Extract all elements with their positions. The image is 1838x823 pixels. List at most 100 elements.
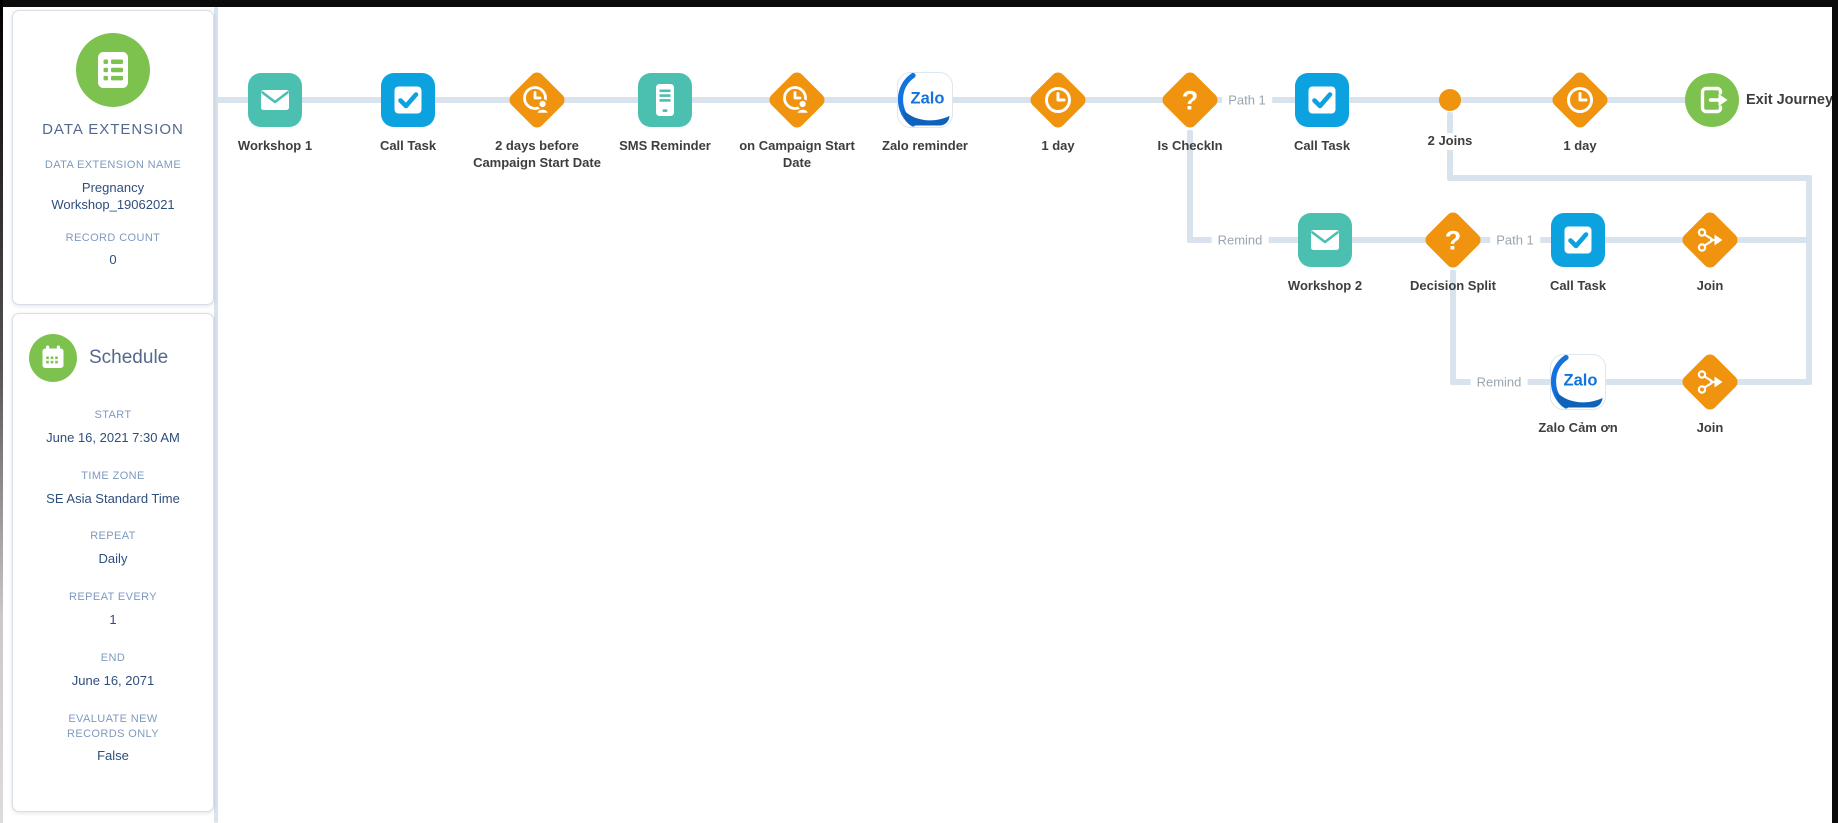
exit-journey-node[interactable] [1685,73,1739,127]
sms-icon [638,73,692,127]
wait-icon [1030,72,1086,128]
join-point-icon [1439,89,1461,111]
connector-line [214,7,218,823]
field-label: DATA EXTENSION NAME [44,159,182,171]
join-icon [1682,354,1738,410]
data-extension-title: DATA EXTENSION [42,121,184,138]
field-value: Pregnancy Workshop_19062021 [51,179,175,212]
field-value: 1 [109,612,117,628]
zalo-icon: Zalo [1550,354,1606,410]
record-count-field: RECORD COUNT 0 [13,231,213,270]
field-label: START [94,409,132,421]
workshop-1-node-label: Workshop 1 [237,138,313,153]
svg-text:Zalo: Zalo [1564,372,1598,390]
decision-split-node[interactable]: ? [1421,208,1485,272]
path-1-row2-label: Path 1 [1490,231,1540,249]
join-1-node[interactable] [1678,208,1742,272]
wait-campaign-start-node[interactable] [765,68,829,132]
field-value: 0 [109,252,117,268]
wait-attribute-icon [769,72,825,128]
wait-1-day-a-node-label: 1 day [1041,138,1075,153]
field-value: Daily [98,551,128,567]
two-joins-node[interactable] [1439,89,1461,111]
path-1-top-label: Path 1 [1222,91,1272,109]
email-icon [248,73,302,127]
join-2-node[interactable] [1678,350,1742,414]
data-extension-icon [13,33,213,107]
call-task-1-node-label: Call Task [379,138,437,153]
connector-line [1450,270,1456,385]
zalo-cam-on-node-label: Zalo Cảm ơn [1538,420,1618,435]
wait-1-day-b-node[interactable] [1548,68,1612,132]
schedule-title: Schedule [89,347,169,368]
calendar-icon [29,334,77,382]
call-task-3-node[interactable] [1551,213,1605,267]
schedule-field: EVALUATE NEW RECORDS ONLY False [13,712,213,766]
svg-text:?: ? [1182,86,1199,116]
connector-line [216,97,1690,103]
schedule-field: REPEAT EVERY 1 [13,590,213,629]
join-1-node-label: Join [1696,278,1724,293]
field-value: June 16, 2021 7:30 AM [46,429,180,445]
field-label: END [100,651,126,664]
zalo-icon: Zalo [897,72,953,128]
workshop-2-node[interactable] [1298,213,1352,267]
window-top-edge [0,0,1838,7]
wait-campaign-start-node-label: on Campaign Start Date [739,138,855,170]
connector-line [1187,130,1193,243]
task-icon [1551,213,1605,267]
task-icon [381,73,435,127]
call-task-3-node-label: Call Task [1549,278,1607,293]
field-label: RECORD COUNT [65,231,161,244]
wait-attribute-icon [509,72,565,128]
remind-row3-label: Remind [1470,373,1528,391]
field-value: June 16, 2071 [71,672,155,688]
sms-reminder-node[interactable] [638,73,692,127]
wait-1-day-a-node[interactable] [1026,68,1090,132]
decision-split-node-label: Decision Split [1410,278,1496,293]
decision-icon: ? [1425,212,1481,268]
call-task-1-node[interactable] [381,73,435,127]
workshop-1-node[interactable] [248,73,302,127]
task-icon [1295,73,1349,127]
schedule-card[interactable]: Schedule START June 16, 2021 7:30 AM TIM… [12,313,214,812]
join-2-node-label: Join [1696,420,1724,435]
join-icon [1682,212,1738,268]
field-value: SE Asia Standard Time [46,490,180,506]
is-checkin-node[interactable]: ? [1158,68,1222,132]
zalo-reminder-node[interactable]: Zalo [897,72,953,128]
field-label: TIME ZONE [81,469,145,482]
svg-text:Zalo: Zalo [911,90,945,108]
exit-icon [1685,73,1739,127]
sms-reminder-node-label: SMS Reminder [619,138,711,153]
call-task-2-node[interactable] [1295,73,1349,127]
window-right-edge [1832,0,1838,823]
zalo-cam-on-node[interactable]: Zalo [1550,354,1606,410]
field-value: False [97,748,129,764]
window-left-edge [0,0,3,823]
wait-1-day-b-node-label: 1 day [1563,138,1597,153]
exit-journey-node-label: Exit Journey [1746,92,1834,108]
field-label: REPEAT [90,530,136,543]
data-extension-name-field: DATA EXTENSION NAME Pregnancy Workshop_1… [13,158,213,214]
is-checkin-node-label: Is CheckIn [1157,138,1223,153]
schedule-field: START June 16, 2021 7:30 AM [13,408,213,447]
workshop-2-node-label: Workshop 2 [1287,278,1363,293]
connector-line [1806,175,1812,385]
connector-line [1450,379,1812,385]
wait-2-days-before-node-label: 2 days before Campaign Start Date [473,138,601,170]
remind-row2-label: Remind [1211,231,1269,249]
two-joins-node-label: 2 Joins [1423,133,1477,150]
zalo-reminder-node-label: Zalo reminder [882,138,968,153]
wait-icon [1552,72,1608,128]
connector-line [1447,175,1812,181]
call-task-2-node-label: Call Task [1293,138,1351,153]
data-extension-card[interactable]: DATA EXTENSION DATA EXTENSION NAME Pregn… [12,10,214,305]
svg-text:?: ? [1445,226,1462,256]
wait-2-days-before-node[interactable] [505,68,569,132]
schedule-field: REPEAT Daily [13,529,213,568]
schedule-field: END June 16, 2071 [13,651,213,690]
schedule-header: Schedule [13,334,213,382]
schedule-field: TIME ZONE SE Asia Standard Time [13,469,213,508]
